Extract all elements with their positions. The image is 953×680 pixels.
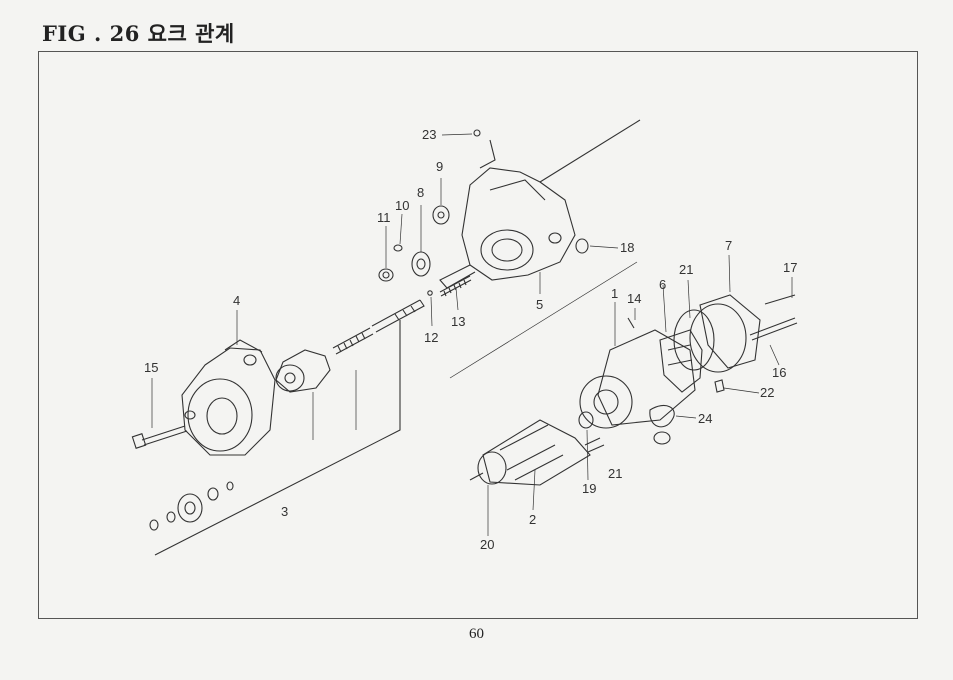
leader-lines xyxy=(151,133,793,536)
steel-ball xyxy=(427,290,433,296)
callout-13: 13 xyxy=(451,314,465,329)
pinion-stop-ring xyxy=(149,519,159,531)
callout-22: 22 xyxy=(760,385,774,400)
end-bolts xyxy=(749,294,798,341)
callout-7: 7 xyxy=(725,238,732,253)
compression-spring xyxy=(332,327,374,355)
diagram-frame xyxy=(38,51,918,619)
callout-21-lower: 21 xyxy=(608,466,622,481)
callout-21-upper: 21 xyxy=(679,262,693,277)
callout-24: 24 xyxy=(698,411,712,426)
small-bolt xyxy=(473,129,481,137)
callout-15: 15 xyxy=(144,360,158,375)
drive-pinion xyxy=(177,493,203,523)
callout-2: 2 xyxy=(529,512,536,527)
page-number: 60 xyxy=(469,626,484,642)
housing-dust-cover xyxy=(439,264,476,289)
callout-3: 3 xyxy=(281,504,288,519)
callout-8: 8 xyxy=(417,185,424,200)
pinion-washer xyxy=(166,511,176,523)
end-frame-plate xyxy=(649,405,675,445)
overrunning-clutch xyxy=(275,349,331,393)
callout-18: 18 xyxy=(620,240,634,255)
callout-10: 10 xyxy=(395,198,409,213)
lever-washer xyxy=(226,481,234,491)
yoke xyxy=(579,329,696,429)
retainer-ring xyxy=(378,268,394,282)
callout-6: 6 xyxy=(659,277,666,292)
gasket xyxy=(673,309,715,371)
bearing xyxy=(578,411,594,429)
callout-16: 16 xyxy=(772,365,786,380)
clutch-gear xyxy=(411,251,431,277)
callout-19: 19 xyxy=(582,481,596,496)
through-bolt xyxy=(131,425,188,449)
nut xyxy=(575,238,589,254)
callout-11: 11 xyxy=(377,210,391,225)
callout-20: 20 xyxy=(480,537,494,552)
ring-clip xyxy=(393,244,403,252)
brush-holder xyxy=(659,329,703,393)
assembly-line-3 xyxy=(154,320,401,556)
drive-housing xyxy=(461,119,641,281)
brush xyxy=(714,379,725,393)
callout-14: 14 xyxy=(627,291,641,306)
callout-1: 1 xyxy=(611,286,618,301)
pinion-gear-small xyxy=(432,205,450,225)
figure-title: FIG . 26 요크 관계 xyxy=(42,21,235,46)
pinion-shaft xyxy=(371,299,425,333)
callout-9: 9 xyxy=(436,159,443,174)
armature xyxy=(469,419,605,486)
callout-5: 5 xyxy=(536,297,543,312)
callout-12: 12 xyxy=(424,330,438,345)
callout-4: 4 xyxy=(233,293,240,308)
rear-cover xyxy=(689,294,761,373)
callout-23: 23 xyxy=(422,127,436,142)
lever-bushing xyxy=(207,487,219,501)
callout-numbers: 1 2 3 4 5 6 7 8 9 10 11 12 13 14 15 16 1… xyxy=(144,127,797,552)
front-bracket xyxy=(181,339,276,456)
brush-spring xyxy=(627,317,635,329)
callout-17: 17 xyxy=(783,260,797,275)
